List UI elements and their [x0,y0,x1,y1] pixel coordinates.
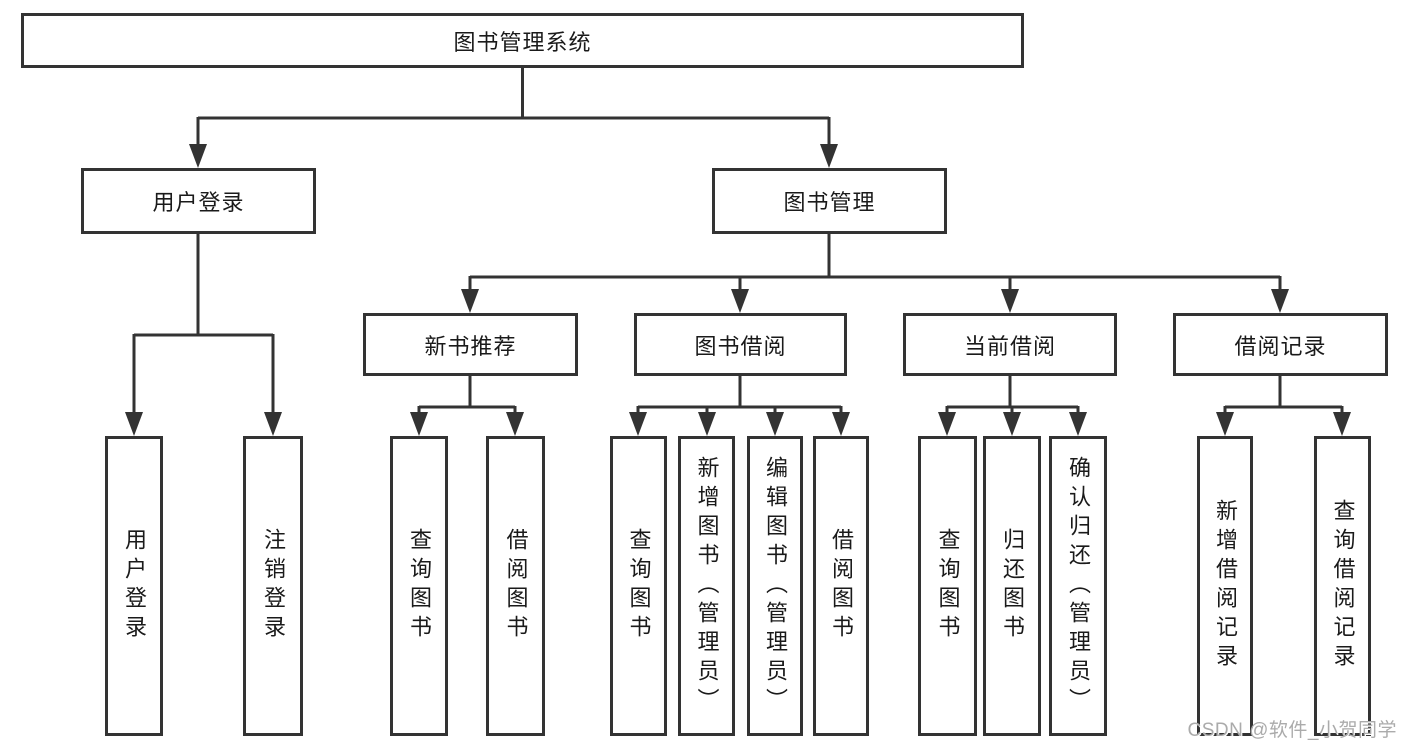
node-current-borrow: 当前借阅 [903,313,1117,376]
leaf-cb-return-book: 归还图书 [983,436,1041,736]
leaf-cb-confirm-return: 确认归还（管理员） [1049,436,1107,736]
node-new-book-recommend: 新书推荐 [363,313,578,376]
leaf-cb-return-book-label: 归还图书 [1000,528,1025,644]
node-current-borrow-label: 当前借阅 [963,333,1056,359]
node-book-management-label: 图书管理 [783,190,876,215]
leaf-logout-label: 注销登录 [261,528,286,644]
arrowheads [125,144,1351,436]
node-borrow-record: 借阅记录 [1173,313,1388,376]
leaf-nbr-query-book-label: 查询图书 [407,528,432,644]
leaf-nbr-query-book: 查询图书 [390,436,448,736]
node-new-book-recommend-label: 新书推荐 [424,333,517,359]
node-root-system-label: 图书管理系统 [453,29,592,55]
leaf-bb-borrow-book-label: 借阅图书 [829,528,854,644]
leaf-bb-edit-book: 编辑图书（管理员） [747,436,803,736]
leaf-bb-query-book-label: 查询图书 [626,528,652,644]
node-user-login-label: 用户登录 [152,190,245,215]
node-book-borrow: 图书借阅 [634,313,847,376]
leaf-bb-borrow-book: 借阅图书 [813,436,869,736]
leaf-nbr-borrow-book: 借阅图书 [486,436,545,736]
leaf-cb-query-book: 查询图书 [918,436,977,736]
node-borrow-record-label: 借阅记录 [1234,333,1327,359]
leaf-bb-add-book: 新增图书（管理员） [678,436,735,736]
leaf-logout: 注销登录 [243,436,303,736]
leaf-br-query-record-label: 查询借阅记录 [1330,499,1356,673]
csdn-watermark: CSDN @软件_小贺同学 [1187,720,1397,741]
node-root-system: 图书管理系统 [21,13,1024,68]
leaf-bb-add-book-label: 新增图书（管理员） [694,455,720,717]
leaf-bb-edit-book-label: 编辑图书（管理员） [763,455,788,717]
leaf-br-add-record: 新增借阅记录 [1197,436,1253,736]
leaf-cb-query-book-label: 查询图书 [935,528,961,644]
leaf-br-query-record: 查询借阅记录 [1314,436,1371,736]
leaf-user-login: 用户登录 [105,436,163,736]
leaf-cb-confirm-return-label: 确认归还（管理员） [1066,455,1091,717]
leaf-nbr-borrow-book-label: 借阅图书 [503,528,529,644]
leaf-user-login-label: 用户登录 [122,528,147,644]
leaf-br-add-record-label: 新增借阅记录 [1213,499,1238,673]
node-user-login: 用户登录 [81,168,316,234]
node-book-management: 图书管理 [712,168,947,234]
node-book-borrow-label: 图书借阅 [694,333,787,359]
leaf-bb-query-book: 查询图书 [610,436,667,736]
